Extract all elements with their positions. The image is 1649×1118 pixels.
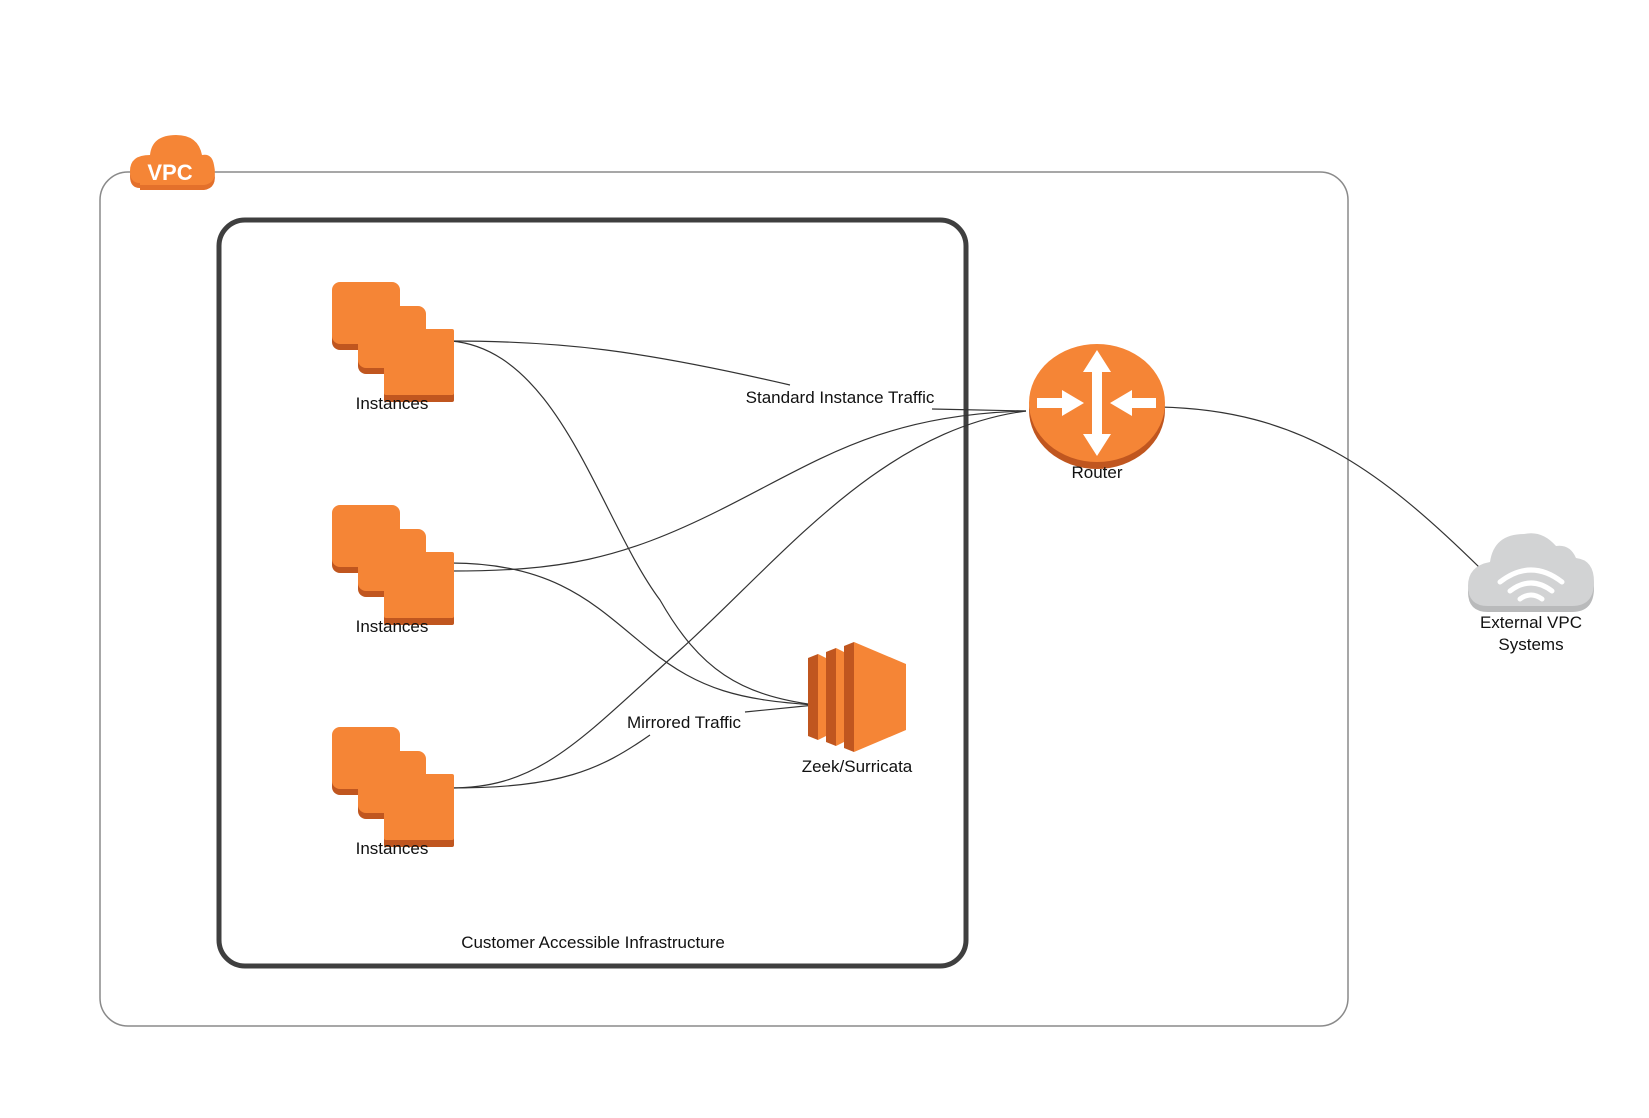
instances-icon	[332, 282, 454, 402]
edge-top-router	[450, 340, 791, 386]
instances-icon	[332, 727, 454, 847]
edge-top-sensor	[450, 340, 816, 706]
edge-router-external	[1159, 406, 1481, 569]
instances-bottom: Instances	[332, 727, 454, 858]
edge-bottom-sensor-tail	[744, 704, 816, 713]
edge-top-router-tail	[931, 408, 1027, 412]
edge-mid-sensor	[450, 562, 816, 706]
customer-infrastructure-boundary	[216, 217, 969, 969]
external-systems-node: External VPC Systems	[1468, 533, 1594, 654]
router-label: Router	[1071, 463, 1122, 482]
instances-top-label: Instances	[356, 394, 429, 413]
instances-middle: Instances	[332, 505, 454, 636]
edge-mid-router	[450, 410, 1027, 572]
vpc-badge-label: VPC	[147, 160, 192, 185]
instances-bottom-label: Instances	[356, 839, 429, 858]
router-icon	[1029, 344, 1165, 469]
instances-middle-label: Instances	[356, 617, 429, 636]
sensor-label: Zeek/Surricata	[802, 757, 913, 776]
mirrored-traffic-label: Mirrored Traffic	[627, 713, 741, 732]
instances-icon	[332, 505, 454, 625]
standard-traffic-label: Standard Instance Traffic	[746, 388, 935, 407]
internet-cloud-icon	[1468, 533, 1594, 612]
edge-bottom-router	[450, 410, 1027, 789]
ec2-instance-icon	[808, 642, 906, 752]
external-label-line1: External VPC	[1480, 613, 1582, 632]
edge-bottom-sensor	[450, 734, 651, 789]
connections	[450, 340, 1481, 789]
sensor-node: Zeek/Surricata	[802, 642, 913, 776]
vpc-cloud-icon: VPC	[130, 135, 215, 190]
customer-infrastructure-label: Customer Accessible Infrastructure	[461, 933, 725, 952]
router-node: Router	[1029, 344, 1165, 482]
external-label-line2: Systems	[1498, 635, 1563, 654]
vpc-boundary	[99, 171, 1349, 1027]
instances-top: Instances	[332, 282, 454, 413]
